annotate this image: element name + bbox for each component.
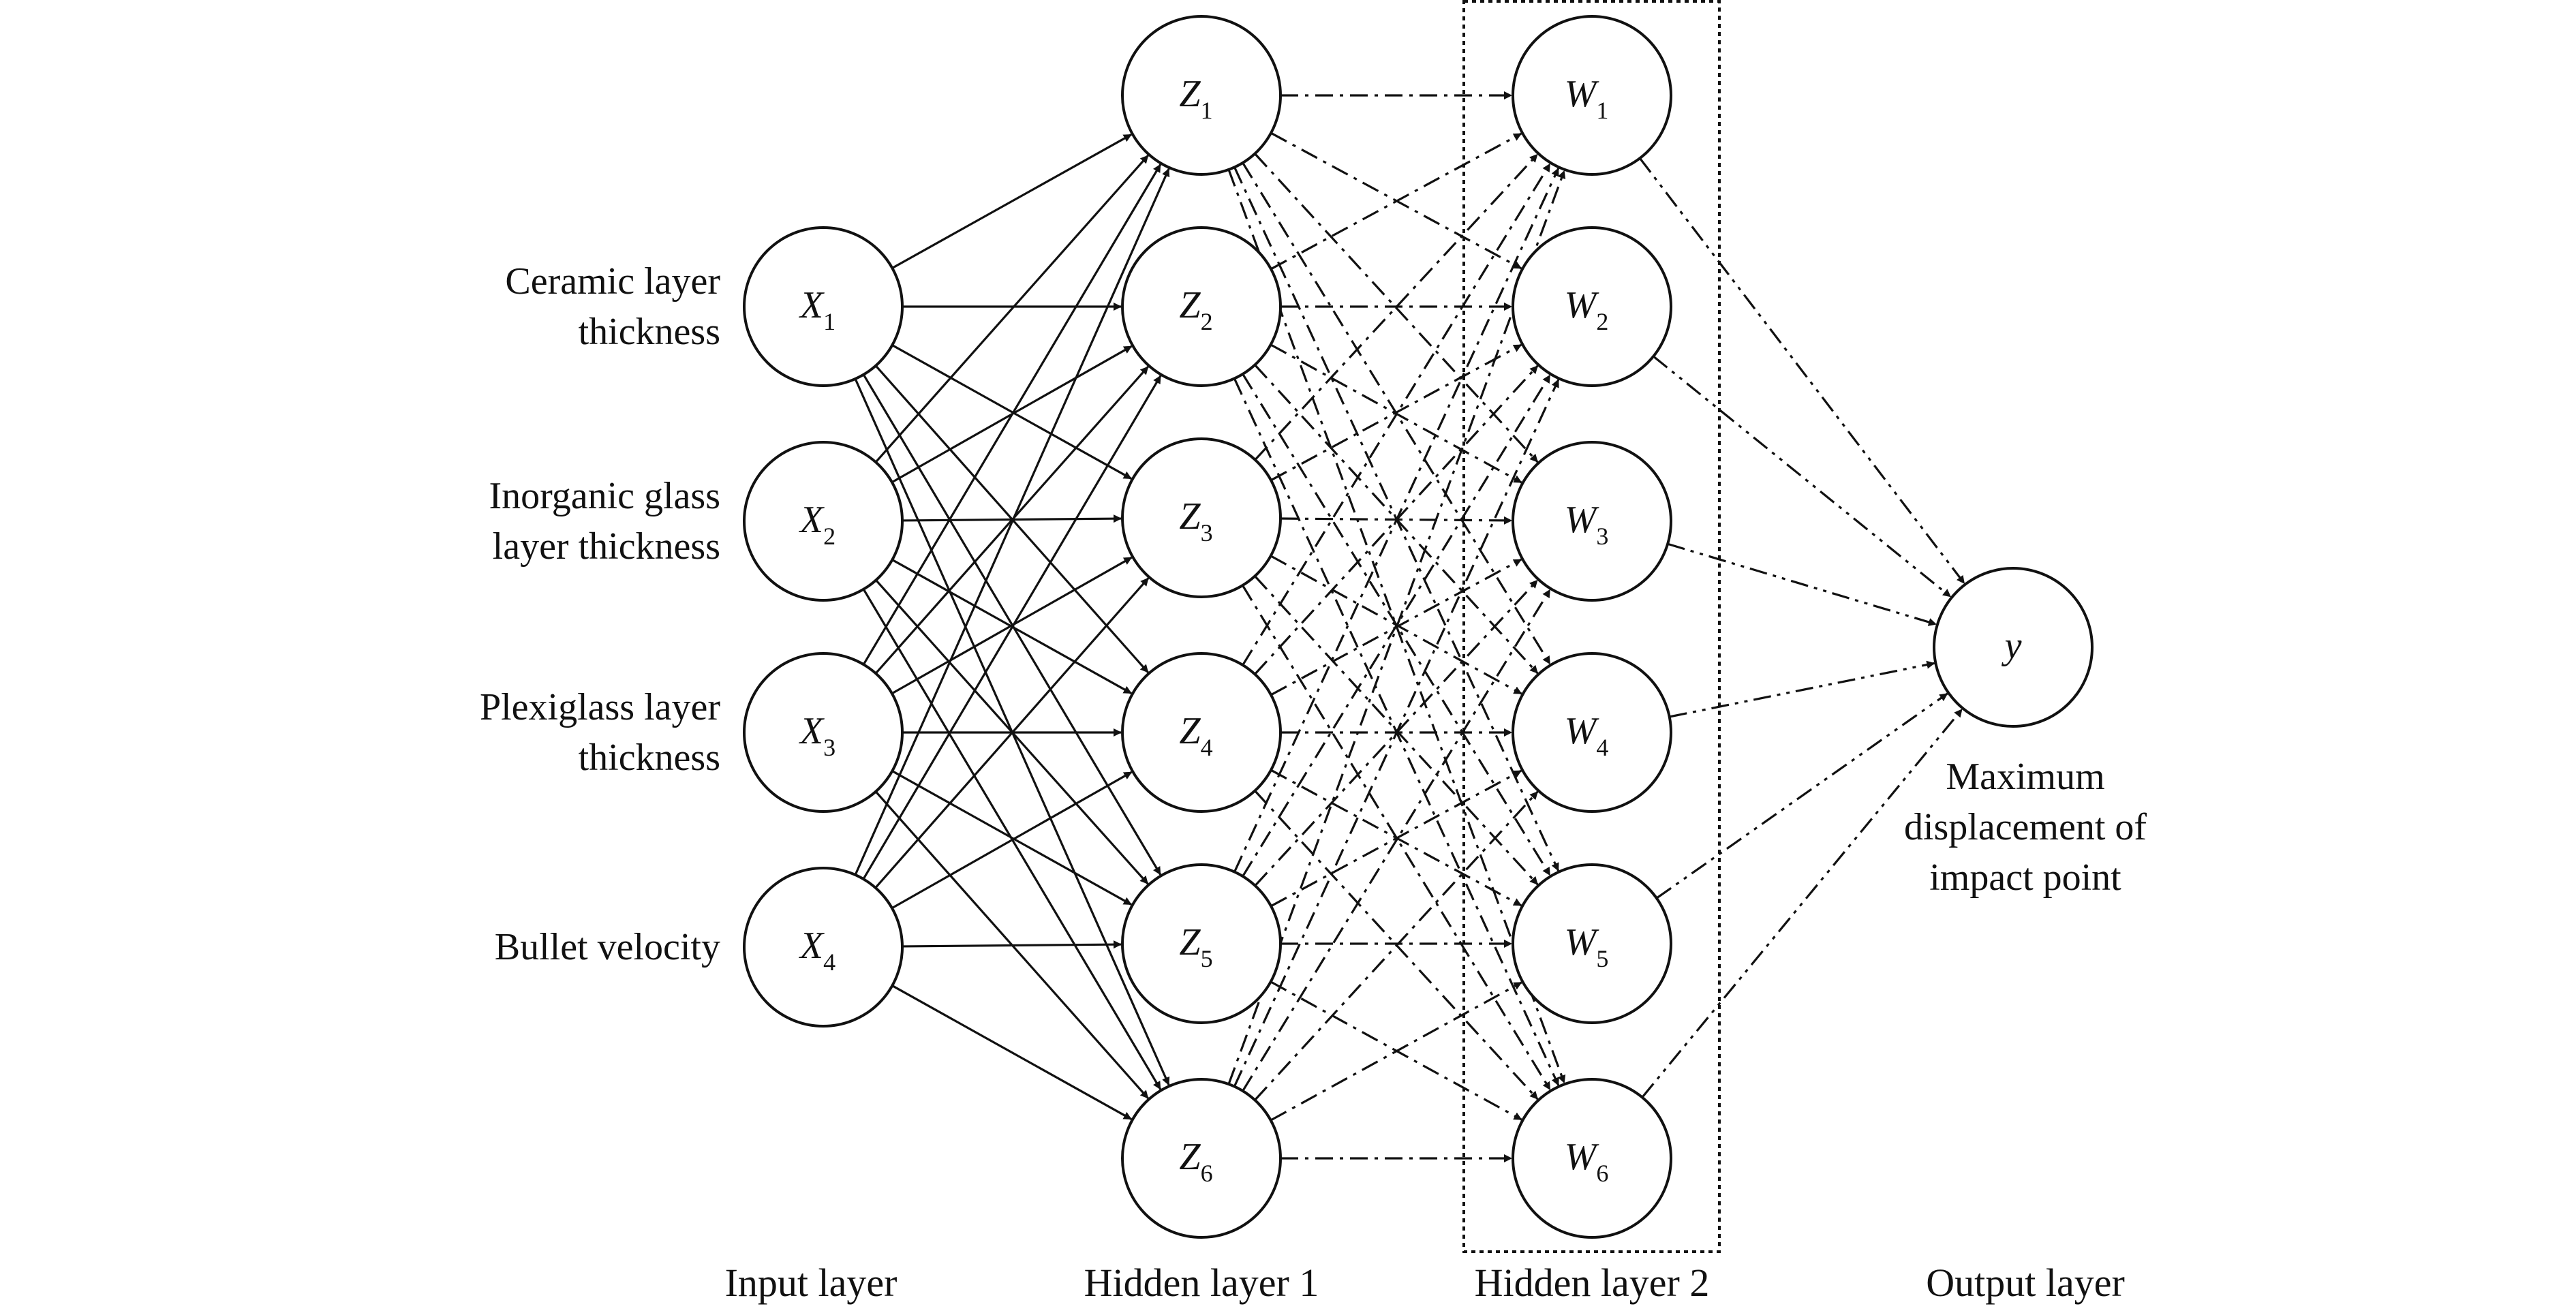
hidden1-node-2 [1121, 226, 1282, 387]
output-node-symbol: y [2002, 625, 2022, 667]
hidden2-output-edge [1655, 692, 1948, 899]
input-hidden1-edge [902, 940, 1122, 949]
hidden1-node-index: 5 [1201, 945, 1213, 972]
hidden1-hidden2-edge [1254, 790, 1539, 1101]
hidden1-node-1 [1121, 15, 1282, 176]
hidden2-output-edge [1667, 542, 1937, 626]
input-feature-label: Bullet velocity [495, 926, 720, 968]
hidden2-output-edge [1641, 709, 1963, 1098]
hidden1-node-4 [1121, 652, 1282, 813]
hidden2-output-edge [1669, 660, 1935, 718]
hidden1-node-6 [1121, 1078, 1282, 1239]
input-hidden1-edge [891, 770, 1132, 906]
input-node-2 [743, 441, 904, 602]
hidden2-node-6 [1512, 1078, 1672, 1239]
hidden1-node-index: 3 [1201, 519, 1213, 546]
input-node-index: 1 [823, 308, 835, 335]
connection-edges [854, 91, 1965, 1162]
input-hidden1-edge [874, 577, 1150, 889]
input-node-3 [743, 652, 904, 813]
input-node-index: 2 [823, 523, 835, 550]
hidden1-node-index: 1 [1201, 97, 1213, 124]
hidden1-node-5 [1121, 863, 1282, 1024]
input-hidden1-edge [862, 164, 1162, 666]
input-hidden1-edge [854, 168, 1170, 876]
hidden-layer-2-title: Hidden layer 2 [1475, 1261, 1710, 1305]
hidden2-output-edge [1639, 157, 1965, 585]
layer-titles: Input layer Hidden layer 1 Hidden layer 2 O… [725, 1261, 2125, 1305]
hidden1-hidden2-edge [1254, 153, 1539, 463]
input-feature-label: Inorganic glass [489, 475, 720, 517]
hidden2-output-edge [1653, 355, 1952, 598]
hidden2-node-index: 1 [1596, 97, 1608, 124]
hidden1-hidden2-edge [1270, 343, 1522, 482]
hidden1-hidden2-edge [1242, 163, 1551, 666]
output-layer-title: Output layer [1926, 1261, 2125, 1305]
input-node-index: 4 [823, 948, 835, 976]
output-feature-label: impact point [1929, 856, 2121, 899]
hidden-layer-1-title: Hidden layer 1 [1084, 1261, 1319, 1305]
input-hidden1-edge [862, 375, 1162, 880]
hidden1-node-index: 6 [1201, 1160, 1213, 1187]
input-feature-label: thickness [579, 737, 720, 779]
hidden2-node-index: 2 [1596, 308, 1608, 335]
hidden1-hidden2-edge [1270, 132, 1522, 271]
hidden1-hidden2-edge [1233, 168, 1560, 873]
output-node-1 [1933, 567, 2094, 728]
hidden2-node-4 [1512, 652, 1672, 813]
hidden1-hidden2-edge [1270, 769, 1522, 908]
input-node-1 [743, 226, 904, 387]
input-feature-label: layer thickness [493, 525, 720, 568]
hidden-layer-2-box [1462, 0, 1721, 1253]
hidden1-node-index: 2 [1201, 308, 1213, 335]
hidden1-node-index: 4 [1201, 734, 1213, 761]
hidden1-node-3 [1121, 437, 1282, 598]
input-feature-label: thickness [579, 311, 720, 353]
input-feature-label: Ceramic layer [505, 260, 720, 303]
hidden2-node-1 [1512, 15, 1672, 176]
input-feature-label: Plexiglass layer [480, 686, 720, 728]
hidden1-hidden2-edge [1254, 575, 1539, 886]
input-hidden1-edge [891, 344, 1132, 480]
input-node-index: 3 [823, 734, 835, 761]
hidden2-node-index: 4 [1596, 734, 1608, 761]
hidden2-node-5 [1512, 863, 1672, 1024]
hidden1-hidden2-edge [1242, 589, 1551, 1092]
input-hidden1-edge [891, 771, 1133, 910]
hidden1-hidden2-edge [1233, 379, 1560, 1087]
hidden1-hidden2-edge [1227, 170, 1566, 1085]
hidden2-node-3 [1512, 441, 1672, 602]
hidden2-node-2 [1512, 226, 1672, 387]
hidden2-node-index: 3 [1596, 523, 1608, 550]
input-layer-title: Input layer [725, 1261, 898, 1305]
input-hidden1-edge [891, 556, 1133, 695]
input-node-4 [743, 867, 904, 1028]
hidden1-hidden2-edge [1227, 169, 1566, 1084]
output-feature-label: Maximum [1946, 756, 2104, 798]
input-hidden1-edge [891, 134, 1132, 269]
input-hidden1-edge [891, 985, 1132, 1120]
output-feature-label: displacement of [1904, 806, 2147, 848]
hidden1-hidden2-edge [1270, 981, 1522, 1122]
hidden2-node-index: 6 [1596, 1160, 1608, 1187]
hidden2-node-index: 5 [1596, 945, 1608, 972]
input-hidden1-edge [874, 155, 1149, 463]
